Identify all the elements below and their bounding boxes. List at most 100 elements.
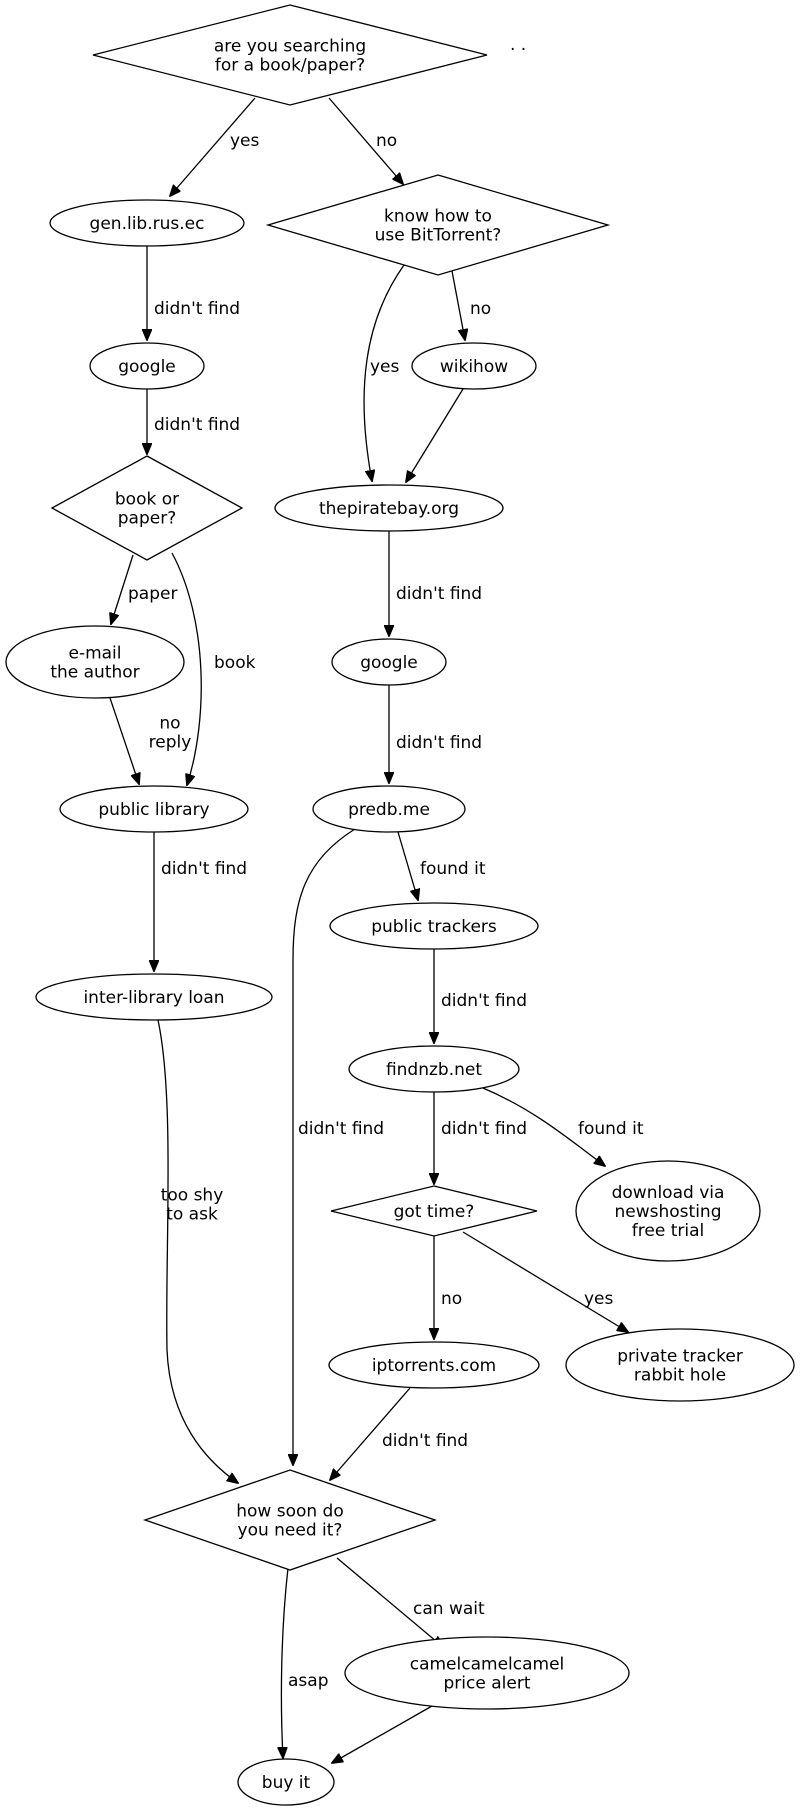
- edge-n_predb-to-n_howsoon: didn't find: [293, 828, 384, 1465]
- edge-label: didn't find: [396, 584, 482, 604]
- decision-diamond: [50, 455, 244, 561]
- node-label: newshosting: [615, 1202, 722, 1222]
- edge-n_camel-to-n_buy: [332, 1705, 433, 1763]
- edge-n_findnzb-to-n_download: found it: [482, 1087, 644, 1166]
- process-ellipse: [575, 1160, 761, 1262]
- node-label: private tracker: [617, 1347, 743, 1367]
- node-label: are you searching: [214, 37, 366, 57]
- node-google2: google: [331, 638, 447, 686]
- node-findnzb: findnzb.net: [348, 1045, 520, 1093]
- edge-label: asap: [288, 1671, 328, 1691]
- edge-n_bt-to-n_wikihow: no: [451, 270, 491, 340]
- edge-n_pubtrackers-to-n_findnzb: didn't find: [434, 949, 527, 1043]
- process-ellipse: [565, 1328, 795, 1402]
- decision-diamond: [143, 1469, 437, 1571]
- node-piratebay: thepiratebay.org: [274, 484, 504, 532]
- process-ellipse: [411, 342, 537, 390]
- edge-n_gottime-to-n_private: yes: [462, 1231, 628, 1332]
- edge-arrow: [109, 697, 139, 784]
- edge-arrow: [281, 1567, 289, 1758]
- node-buy: buy it: [237, 1758, 335, 1806]
- node-label: rabbit hole: [634, 1366, 726, 1386]
- process-ellipse: [312, 785, 466, 833]
- edge-label: yes: [584, 1289, 614, 1309]
- node-label: findnzb.net: [386, 1060, 482, 1080]
- edge-arrow: [330, 1387, 411, 1480]
- node-label: for a book/paper?: [215, 56, 365, 76]
- process-ellipse: [329, 902, 539, 950]
- node-genlib: gen.lib.rus.ec: [49, 199, 245, 247]
- edge-arrow: [462, 1231, 628, 1332]
- edge-arrow: [171, 552, 202, 785]
- process-ellipse: [331, 638, 447, 686]
- edge-label: no: [441, 1289, 462, 1309]
- edge-label: yes: [230, 131, 260, 151]
- edge-label: didn't find: [396, 733, 482, 753]
- node-google1: google: [89, 342, 205, 390]
- node-publiclib: public library: [59, 785, 249, 833]
- node-label: know how to: [384, 207, 492, 227]
- edge-n_bookorpaper-to-n_publiclib: book: [171, 552, 256, 785]
- process-ellipse: [89, 342, 205, 390]
- corner-dots: . .: [510, 35, 526, 55]
- edge-n_findnzb-to-n_gottime: didn't find: [434, 1092, 527, 1184]
- edge-n_bt-to-n_piratebay: yes: [363, 264, 405, 481]
- edge-arrow: [482, 1087, 605, 1166]
- edge-label: didn't find: [154, 415, 240, 435]
- node-label: thepiratebay.org: [319, 499, 459, 519]
- edge-n_search-to-n_bt: no: [328, 97, 403, 184]
- process-ellipse: [237, 1758, 335, 1806]
- edge-label: reply: [149, 733, 192, 753]
- node-label: google: [360, 653, 418, 673]
- process-ellipse: [49, 199, 245, 247]
- edge-n_howsoon-to-n_buy: asap: [281, 1567, 328, 1758]
- decision-diamond: [330, 1185, 538, 1237]
- edge-n_google1-to-n_bookorpaper: didn't find: [147, 389, 240, 454]
- node-label: camelcamelcamel: [410, 1655, 565, 1675]
- process-ellipse: [328, 1341, 540, 1389]
- edge-label: paper: [128, 584, 177, 604]
- node-label: inter-library loan: [83, 988, 224, 1008]
- node-predb: predb.me: [312, 785, 466, 833]
- edge-label: found it: [578, 1119, 644, 1139]
- node-label: the author: [50, 663, 139, 683]
- edge-n_search-to-n_genlib: yes: [170, 97, 260, 196]
- edge-arrow: [157, 1019, 238, 1483]
- node-label: free trial: [632, 1221, 704, 1241]
- process-ellipse: [5, 625, 185, 699]
- edge-label: too shy: [161, 1186, 224, 1206]
- node-pubtrackers: public trackers: [329, 902, 539, 950]
- edge-arrow: [406, 388, 464, 482]
- node-iptorrents: iptorrents.com: [328, 1341, 540, 1389]
- edge-arrow: [293, 828, 356, 1465]
- process-ellipse: [274, 484, 504, 532]
- edge-label: didn't find: [154, 299, 240, 319]
- node-label: price alert: [444, 1674, 531, 1694]
- node-label: predb.me: [348, 800, 430, 820]
- node-label: how soon do: [236, 1502, 344, 1522]
- edge-n_predb-to-n_pubtrackers: found it: [397, 831, 486, 900]
- edge-arrow: [397, 831, 418, 900]
- process-ellipse: [59, 785, 249, 833]
- edge-n_bookorpaper-to-n_email: paper: [111, 554, 177, 624]
- node-label: iptorrents.com: [372, 1356, 496, 1376]
- edge-n_wikihow-to-n_piratebay: [406, 388, 464, 482]
- edge-arrow: [336, 1557, 443, 1647]
- edge-n_iptorrents-to-n_howsoon: didn't find: [330, 1387, 468, 1480]
- node-wikihow: wikihow: [411, 342, 537, 390]
- edge-label: no: [159, 714, 180, 734]
- edge-arrow: [328, 97, 403, 184]
- edge-label: didn't find: [441, 991, 527, 1011]
- edge-label: yes: [370, 357, 400, 377]
- edge-n_howsoon-to-n_camel: can wait: [336, 1557, 485, 1647]
- edge-label: no: [470, 299, 491, 319]
